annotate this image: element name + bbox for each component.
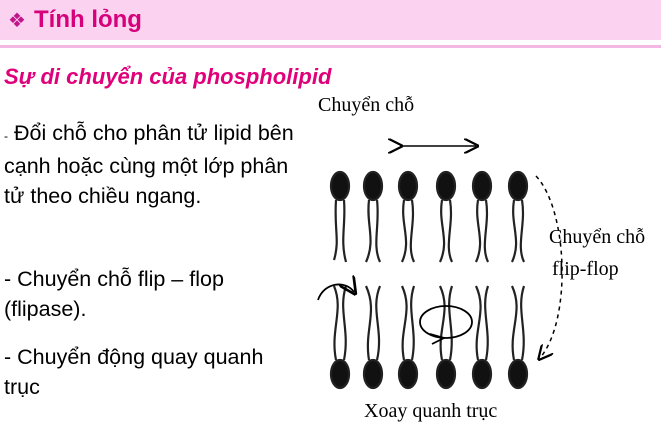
small-rotation-arrow (317, 284, 354, 301)
bilayer-illustration (317, 90, 563, 390)
title-bar: ❖ Tính lỏng (0, 0, 661, 40)
flip-flop-arrow (535, 175, 563, 358)
phospholipid-movement-diagram: Chuyển chỗ Chuyển chỗ flip-flop Xoay qua… (300, 90, 661, 442)
lateral-move-label: Chuyển chỗ (318, 94, 415, 116)
bullet-rotation: - Chuyển động quay quanh trục (4, 345, 264, 399)
slide-subtitle: Sự di chuyển của phospholipid (4, 64, 332, 89)
bullet-dash: - (4, 129, 8, 143)
rotation-label: Xoay quanh trục (364, 400, 498, 422)
bullet-flip-flop: - Chuyển chỗ flip – flop (flipase). (4, 267, 224, 321)
diamond-bullet-icon: ❖ (8, 10, 26, 32)
top-leaflet (329, 170, 529, 263)
flip-flop-label-line2: flip-flop (552, 258, 619, 280)
slide-title: Tính lỏng (34, 6, 142, 33)
rotation-ellipse-arrow (419, 305, 473, 345)
bullet-lateral-diffusion: - Đổi chỗ cho phân tử lipid bên cạnh hoặ… (4, 118, 304, 211)
flip-flop-label-line1: Chuyển chỗ (549, 226, 646, 248)
bottom-leaflet (329, 285, 529, 390)
bullet-text: Đổi chỗ cho phân tử lipid bên cạnh hoặc … (4, 121, 294, 208)
title-divider (0, 45, 661, 48)
